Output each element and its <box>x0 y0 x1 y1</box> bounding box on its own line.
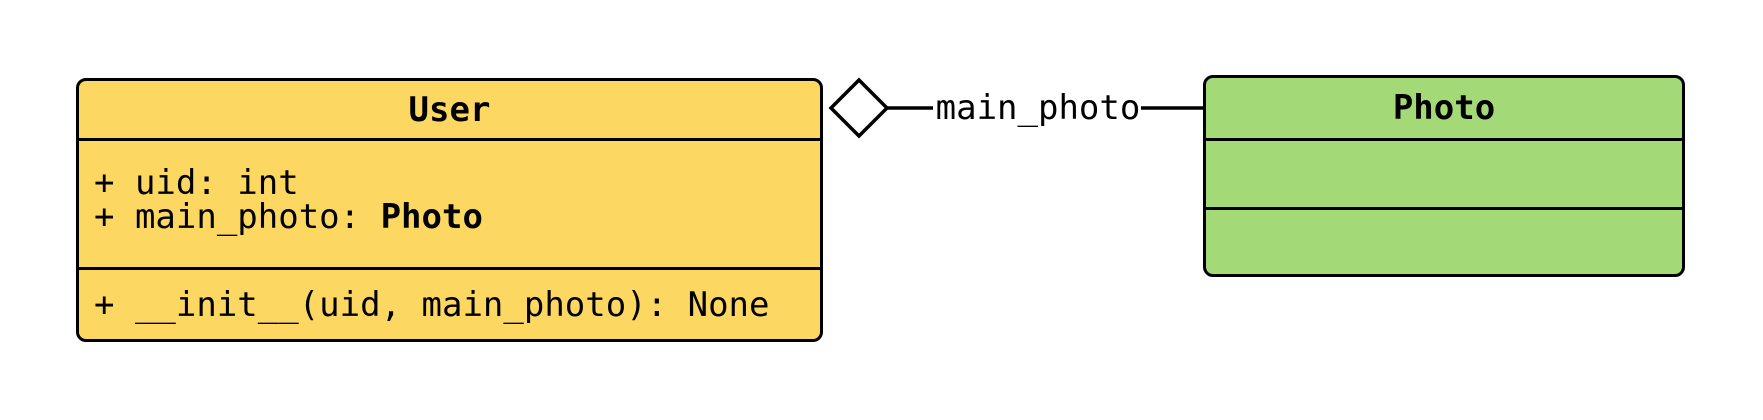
class-box-photo: Photo <box>1203 75 1685 277</box>
class-title-user: User <box>79 81 820 141</box>
aggregation-diamond <box>828 77 890 139</box>
class-name-label: Photo <box>1392 88 1496 128</box>
attribute-line: + main_photo: Photo <box>94 197 483 237</box>
methods-compartment-empty <box>1206 210 1682 274</box>
class-box-user: User + uid: int + main_photo: Photo + __… <box>76 78 823 342</box>
attributes-compartment-empty <box>1206 141 1682 210</box>
class-name-label: User <box>408 89 491 130</box>
method-line: + __init__(uid, main_photo): None <box>94 284 770 325</box>
edge-label: main_photo <box>935 88 1141 128</box>
attribute-line: + uid: int <box>94 163 299 203</box>
class-title-photo: Photo <box>1206 78 1682 141</box>
attributes-compartment: + uid: int + main_photo: Photo <box>79 141 820 270</box>
methods-compartment: + __init__(uid, main_photo): None <box>79 270 820 339</box>
